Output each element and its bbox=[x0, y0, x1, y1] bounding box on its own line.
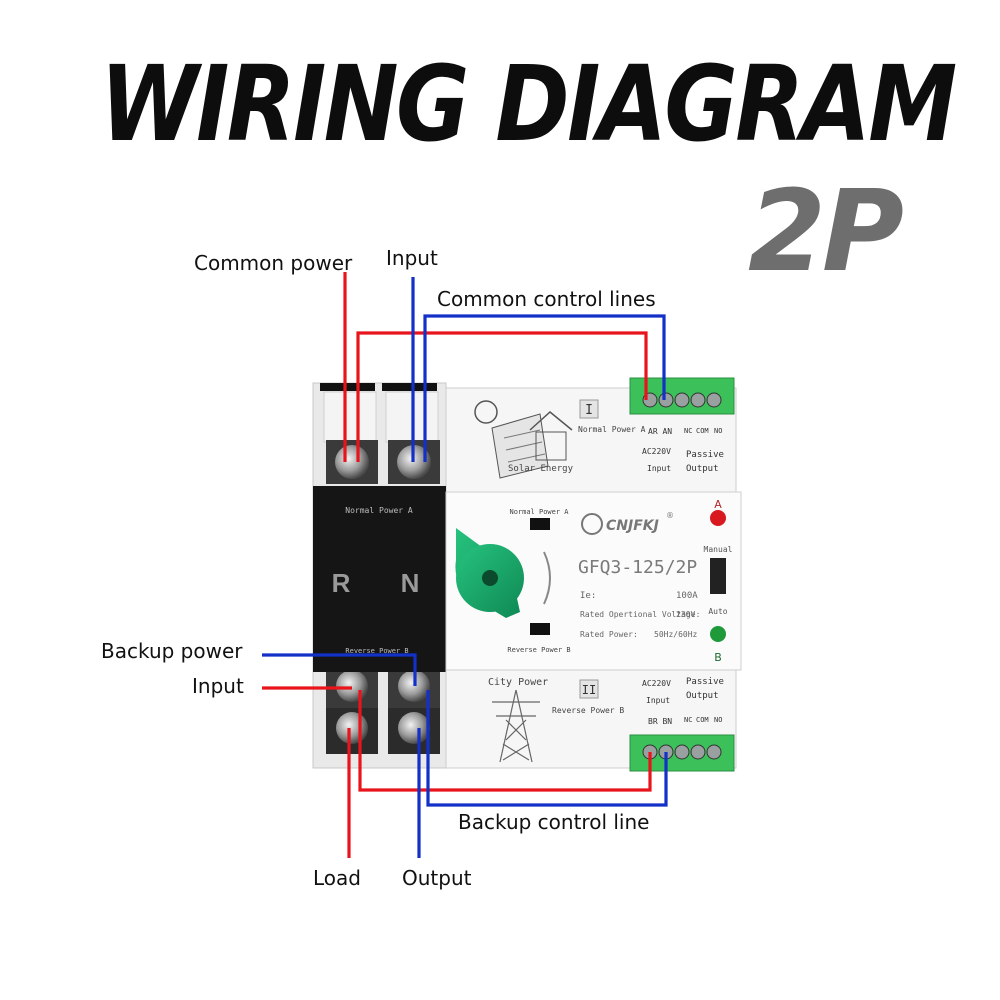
diagram-subtitle: 2P bbox=[748, 167, 904, 297]
bottom-nc-label: NC bbox=[684, 716, 692, 724]
led-red-icon bbox=[710, 510, 726, 526]
backup-power-wire bbox=[262, 653, 417, 686]
terminal-screw-icon bbox=[336, 712, 368, 744]
city-power-label: City Power bbox=[488, 677, 548, 688]
backup-power-label: Backup power bbox=[101, 639, 243, 663]
top-control-module: I Normal Power A Solar Energy AR AN AC22… bbox=[445, 377, 737, 495]
led-a-label: A bbox=[714, 498, 722, 511]
module-roman-numeral: I bbox=[585, 403, 593, 418]
bottom-control-module: City Power II Reverse Power B AC220V Pas… bbox=[445, 669, 737, 772]
bottom-input-label: Input bbox=[646, 696, 670, 705]
svg-text:®: ® bbox=[666, 511, 674, 520]
bottom-input-voltage: AC220V bbox=[642, 679, 671, 688]
terminal-screw-icon bbox=[336, 670, 368, 702]
mode-selector bbox=[710, 558, 726, 594]
backup-control-red-wire bbox=[358, 690, 652, 792]
rated-power-value: 50Hz/60Hz bbox=[654, 630, 698, 639]
front-normal-power-label: Normal Power A bbox=[509, 508, 569, 516]
common-control-lines-label: Common control lines bbox=[437, 287, 656, 311]
white-front-panel: Normal Power A Reverse Power B CNJFKJ ® … bbox=[445, 491, 742, 671]
common-control-red-wire bbox=[356, 331, 648, 462]
led-b-label: B bbox=[714, 651, 722, 664]
rated-voltage-value: 230V bbox=[676, 610, 695, 619]
rated-power-label: Rated Power: bbox=[580, 630, 638, 639]
black-reverse-power-label: Reverse Power B bbox=[345, 647, 408, 655]
bottom-passive-label: Passive bbox=[686, 677, 724, 687]
bottom-output-label: Output bbox=[686, 691, 719, 701]
ie-value: 100A bbox=[676, 591, 698, 601]
backup-control-line-label: Backup control line bbox=[458, 810, 650, 834]
auto-label: Auto bbox=[708, 607, 727, 616]
front-reverse-power-label: Reverse Power B bbox=[507, 646, 570, 654]
black-normal-power-label: Normal Power A bbox=[345, 506, 413, 515]
bottom-reverse-power-label: Reverse Power B bbox=[552, 706, 624, 715]
solar-house-icon bbox=[474, 400, 573, 479]
bottom-terminal-codes: BR BN bbox=[648, 717, 672, 726]
top-terminal-codes: AR AN bbox=[648, 427, 672, 436]
brand-logo-icon bbox=[581, 513, 603, 535]
input-top-label: Input bbox=[386, 246, 438, 270]
phase-r-label: R bbox=[332, 568, 351, 598]
top-input-label: Input bbox=[647, 464, 671, 473]
backup-control-blue-wire bbox=[426, 690, 668, 807]
ie-label: Ie: bbox=[580, 591, 596, 601]
top-nc-label: NC bbox=[684, 427, 692, 435]
led-green-icon bbox=[710, 626, 726, 642]
rotary-switch-icon bbox=[455, 528, 524, 618]
module-roman-numeral: II bbox=[582, 683, 596, 697]
load-label: Load bbox=[313, 866, 361, 890]
top-input-voltage: AC220V bbox=[642, 447, 671, 456]
phase-n-label: N bbox=[401, 568, 420, 598]
top-output-label: Output bbox=[686, 464, 719, 474]
top-passive-label: Passive bbox=[686, 450, 724, 460]
input-bottom-label: Input bbox=[192, 674, 244, 698]
terminal-screw-icon bbox=[335, 445, 369, 479]
bottom-no-label: NO bbox=[714, 716, 722, 724]
bottom-com-label: COM bbox=[696, 716, 709, 724]
model-number: GFQ3-125/2P bbox=[578, 557, 697, 578]
manual-label: Manual bbox=[704, 545, 733, 554]
black-front-panel: Normal Power A R N Reverse Power B bbox=[313, 486, 446, 672]
brand-name: CNJFKJ bbox=[606, 518, 659, 534]
terminal-screw-icon bbox=[398, 712, 430, 744]
common-control-blue-wire bbox=[423, 314, 666, 462]
output-label: Output bbox=[402, 866, 472, 890]
solar-energy-label: Solar Energy bbox=[508, 464, 574, 474]
top-normal-power-label: Normal Power A bbox=[578, 425, 646, 434]
top-no-label: NO bbox=[714, 427, 722, 435]
power-pylon-icon bbox=[492, 689, 540, 763]
top-com-label: COM bbox=[696, 427, 709, 435]
common-power-label: Common power bbox=[194, 251, 353, 275]
rated-voltage-label: Rated Opertional Voltage: bbox=[580, 610, 700, 619]
